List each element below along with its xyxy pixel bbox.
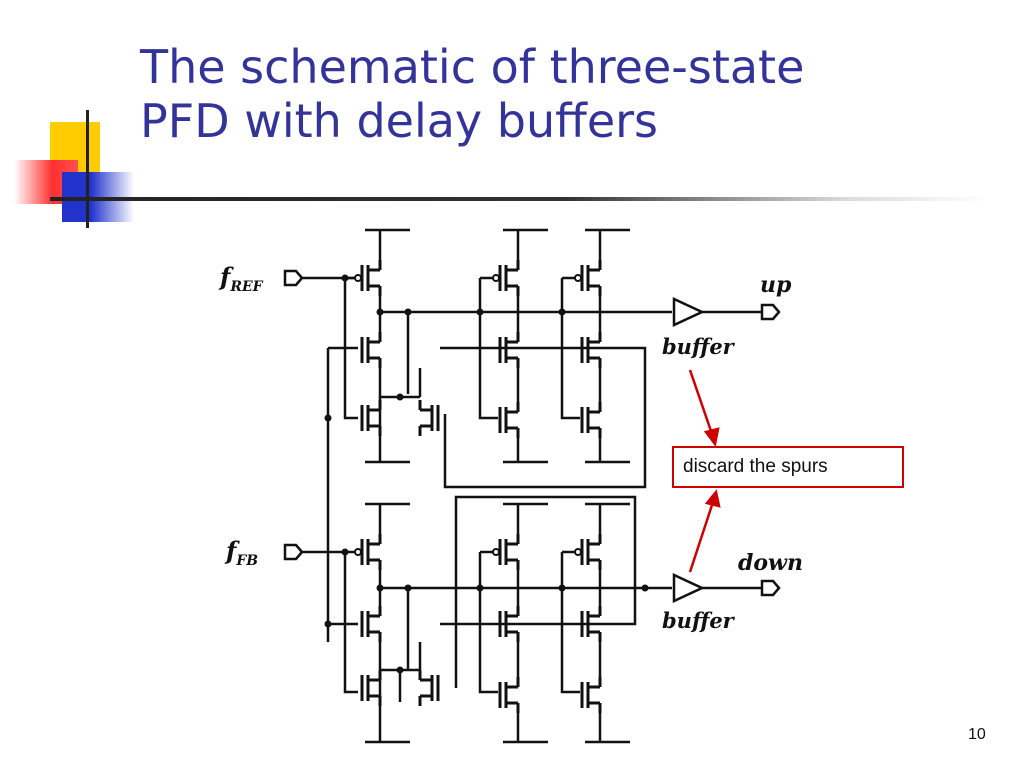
page-number: 10: [968, 726, 986, 743]
pfd-schematic: fREF fFB up down buffer buffer: [218, 228, 803, 744]
label-fref: fREF: [218, 262, 264, 295]
label-buffer-bottom: buffer: [662, 608, 736, 633]
junction-dots: [324, 274, 649, 674]
label-ffb: fFB: [224, 536, 258, 569]
label-down: down: [738, 550, 803, 576]
slide-title-line-2: PFD with delay buffers: [140, 94, 658, 148]
callout-arrows: [688, 369, 721, 573]
callout-box: discard the spurs: [672, 446, 904, 488]
circuit-wiring: [298, 228, 762, 744]
slide-title-line-1: The schematic of three-state: [140, 40, 805, 94]
label-buffer-top: buffer: [662, 334, 736, 359]
title-underline: [50, 197, 990, 201]
label-up: up: [760, 272, 792, 298]
slide-title: The schematic of three-state PFD with de…: [140, 40, 1000, 148]
buffer-up-symbol: [672, 297, 705, 327]
buffer-down-symbol: [672, 573, 705, 603]
port-down: [760, 579, 781, 597]
port-up: [760, 303, 781, 321]
port-fref: [283, 269, 304, 287]
decor-vertical-line: [86, 110, 89, 228]
port-ffb: [283, 543, 304, 561]
